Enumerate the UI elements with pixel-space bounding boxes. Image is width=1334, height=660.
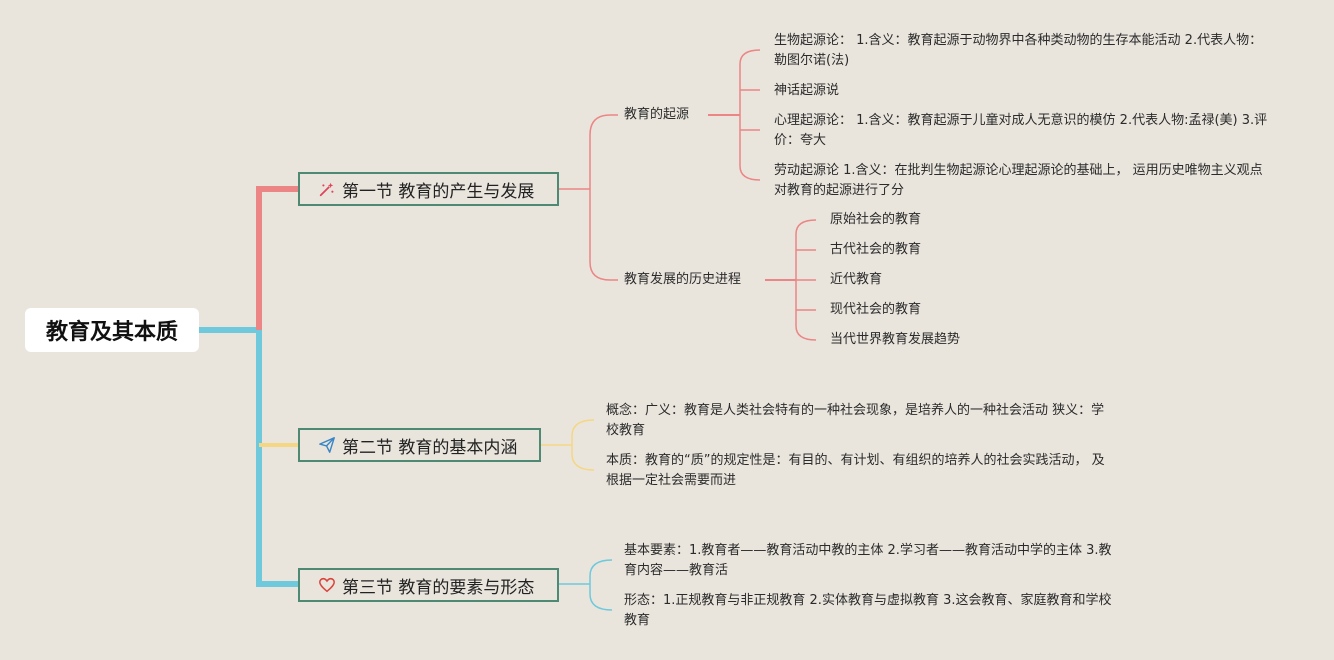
section-1-title: 第一节 教育的产生与发展 bbox=[342, 181, 535, 202]
section-2-title: 第二节 教育的基本内涵 bbox=[342, 437, 518, 458]
origin-item-labor[interactable]: 劳动起源论 1.含义：在批判生物起源论心理起源论的基础上， 运用历史唯物主义观点… bbox=[774, 163, 1263, 198]
history-item[interactable]: 当代世界教育发展趋势 bbox=[830, 332, 961, 347]
root-title: 教育及其本质 bbox=[45, 320, 178, 345]
origin-item-myth[interactable]: 神话起源说 bbox=[774, 83, 840, 98]
origin-item-biology[interactable]: 生物起源论： 1.含义：教育起源于动物界中各种类动物的生存本能活动 2.代表人物… bbox=[774, 33, 1263, 68]
heart-icon bbox=[316, 574, 338, 596]
concept-item[interactable]: 概念：广义：教育是人类社会特有的一种社会现象，是培养人的一种社会活动 狭义：学校… bbox=[606, 403, 1105, 438]
magic-wand-icon bbox=[316, 178, 338, 200]
forms-item[interactable]: 形态：1.正规教育与非正规教育 2.实体教育与虚拟教育 3.这会教育、家庭教育和… bbox=[624, 593, 1112, 628]
section-1-node[interactable]: 第一节 教育的产生与发展 bbox=[298, 172, 559, 206]
origin-item-psychology[interactable]: 心理起源论： 1.含义：教育起源于儿童对成人无意识的模仿 2.代表人物:孟禄(美… bbox=[774, 113, 1268, 148]
essence-item[interactable]: 本质：教育的“质”的规定性是：有目的、有计划、有组织的培养人的社会实践活动， 及… bbox=[606, 453, 1105, 488]
paper-plane-icon bbox=[316, 434, 338, 456]
section-3-node[interactable]: 第三节 教育的要素与形态 bbox=[298, 568, 559, 602]
origin-topic[interactable]: 教育的起源 bbox=[624, 107, 690, 122]
history-topic[interactable]: 教育发展的历史进程 bbox=[624, 272, 742, 287]
history-item[interactable]: 近代教育 bbox=[830, 272, 883, 287]
root-topic[interactable]: 教育及其本质 bbox=[25, 308, 199, 352]
history-item[interactable]: 现代社会的教育 bbox=[830, 302, 922, 317]
section-2-node[interactable]: 第二节 教育的基本内涵 bbox=[298, 428, 541, 462]
elements-item[interactable]: 基本要素：1.教育者——教育活动中教的主体 2.学习者——教育活动中学的主体 3… bbox=[624, 543, 1112, 578]
history-item[interactable]: 古代社会的教育 bbox=[830, 242, 922, 257]
history-item[interactable]: 原始社会的教育 bbox=[830, 212, 922, 227]
section-3-title: 第三节 教育的要素与形态 bbox=[342, 577, 535, 598]
